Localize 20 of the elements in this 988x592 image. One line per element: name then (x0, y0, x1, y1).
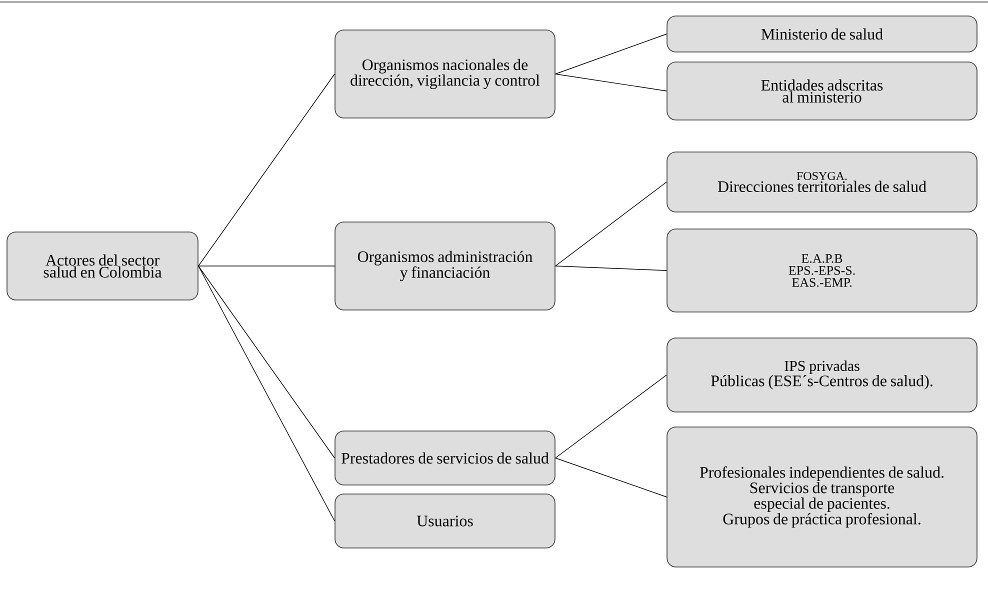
connector-line (555, 266, 667, 271)
text-box: FOSYGA. Direcciones territoriales de salud (666, 152, 978, 212)
connector-line (198, 74, 335, 266)
text-box: Organismos nacionales de dirección, vigilancia y control (334, 30, 556, 118)
connector-line (555, 458, 667, 498)
connector-line (555, 374, 667, 458)
text-box: IPS privadas Públicas (ESE´s-Centros de salud). (666, 338, 978, 412)
connector-line (198, 266, 335, 458)
connector-line (555, 74, 667, 92)
connector-line (555, 182, 667, 266)
text-box: Actores del sector salud en Colombia (6, 232, 198, 300)
text-box: E.A.P.B EPS.-EPS-S. EAS.-EMP. (666, 228, 978, 312)
text-box: Usuarios (334, 494, 556, 548)
text-box: Ministerio de salud (666, 16, 978, 52)
connector-line (555, 34, 667, 74)
connector-line (198, 266, 335, 522)
text-box: Entidades adscritas al ministerio (666, 62, 978, 120)
text-box: Profesionales independientes de salud. Servicios de transporte especial de pacientes. Grupos de práctica profesional. (666, 426, 978, 568)
text-box: Organismos administración y financiación (334, 222, 556, 310)
text-box: Prestadores de servicios de salud (334, 430, 556, 486)
